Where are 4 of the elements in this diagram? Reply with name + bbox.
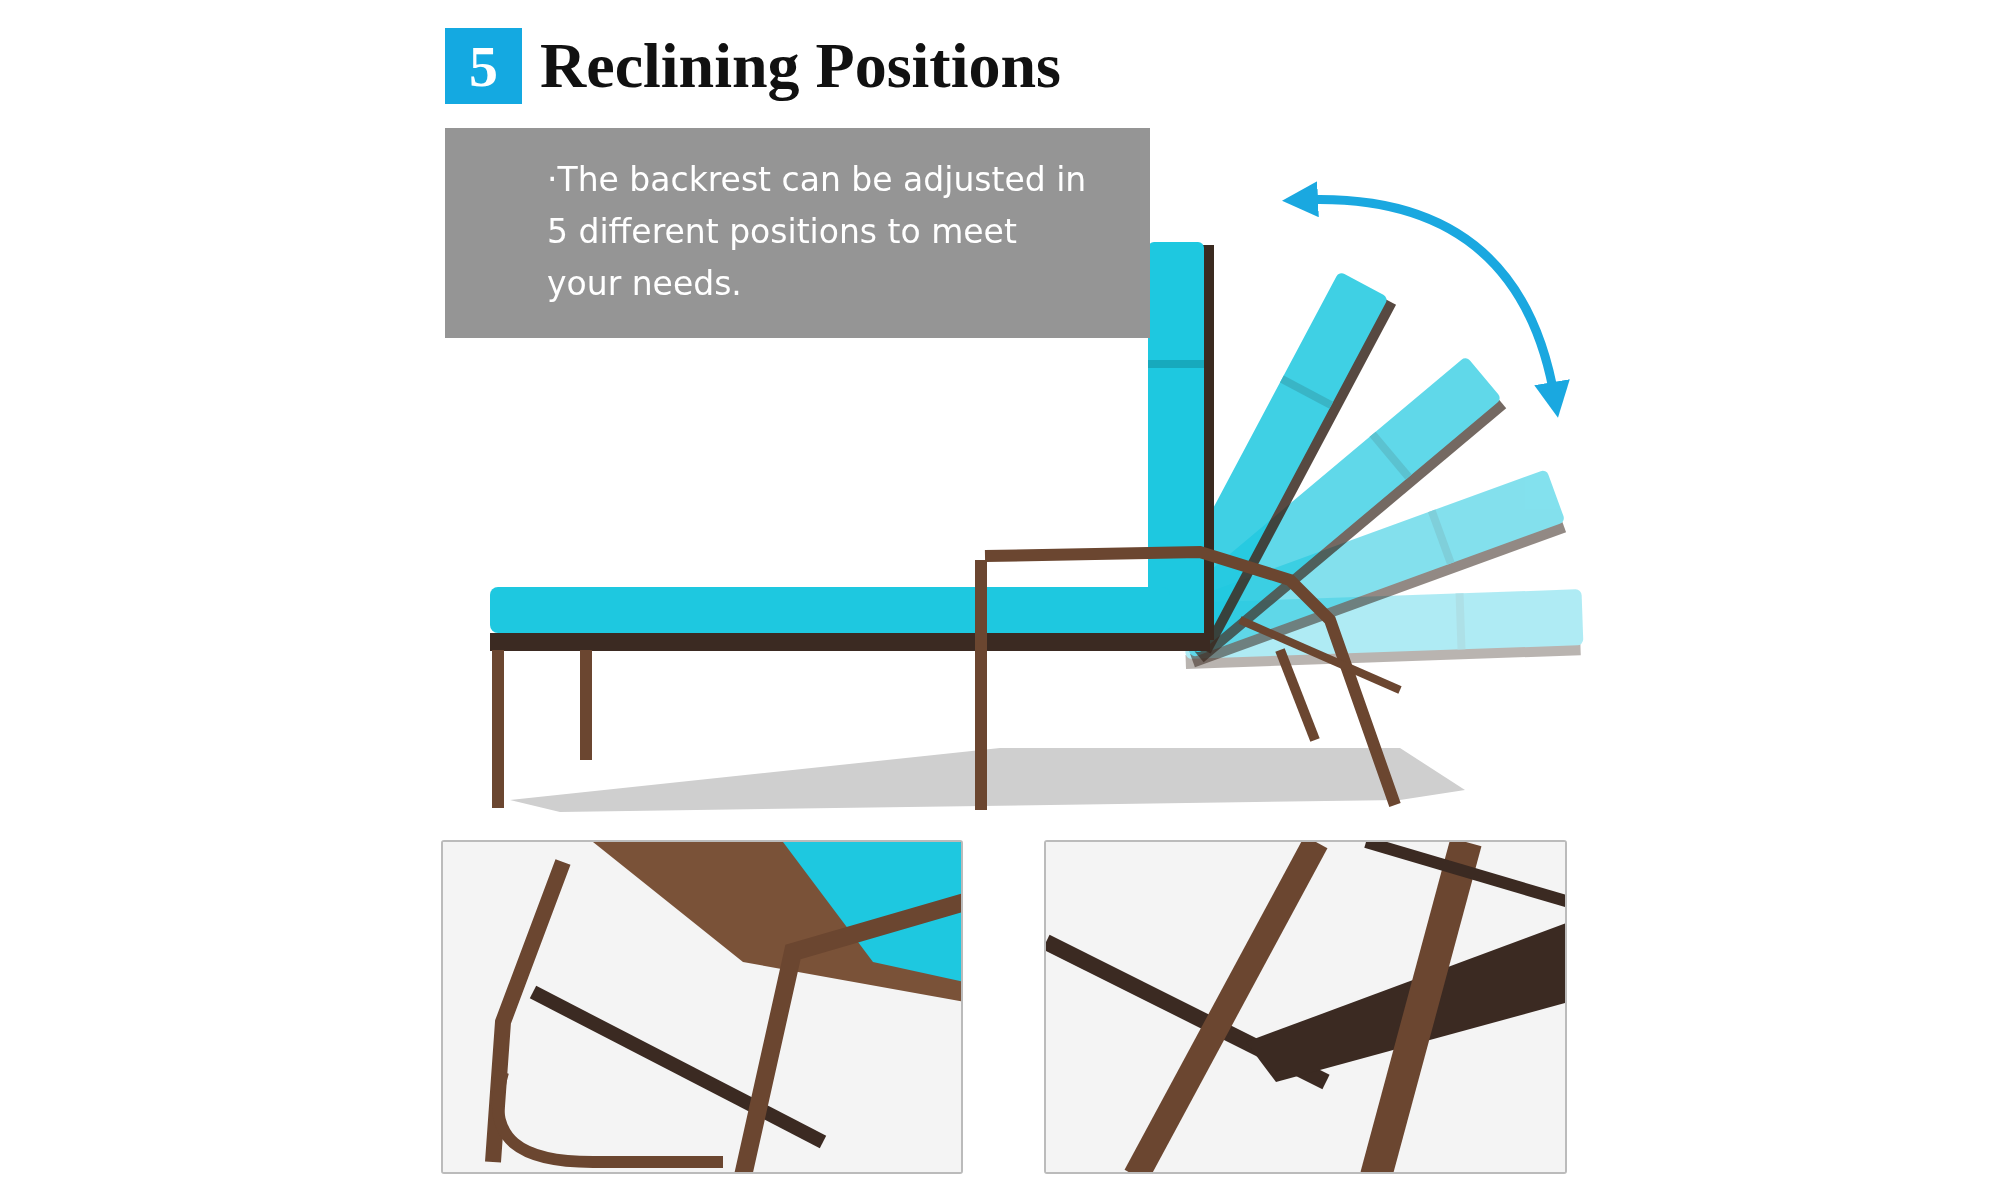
text-panel [445,128,1150,338]
number-badge: 5 [445,28,522,104]
title: Reclining Positions [540,29,1061,103]
description-text: ·The backrest can be adjusted in 5 different positions to meet your needs. [547,159,1088,305]
